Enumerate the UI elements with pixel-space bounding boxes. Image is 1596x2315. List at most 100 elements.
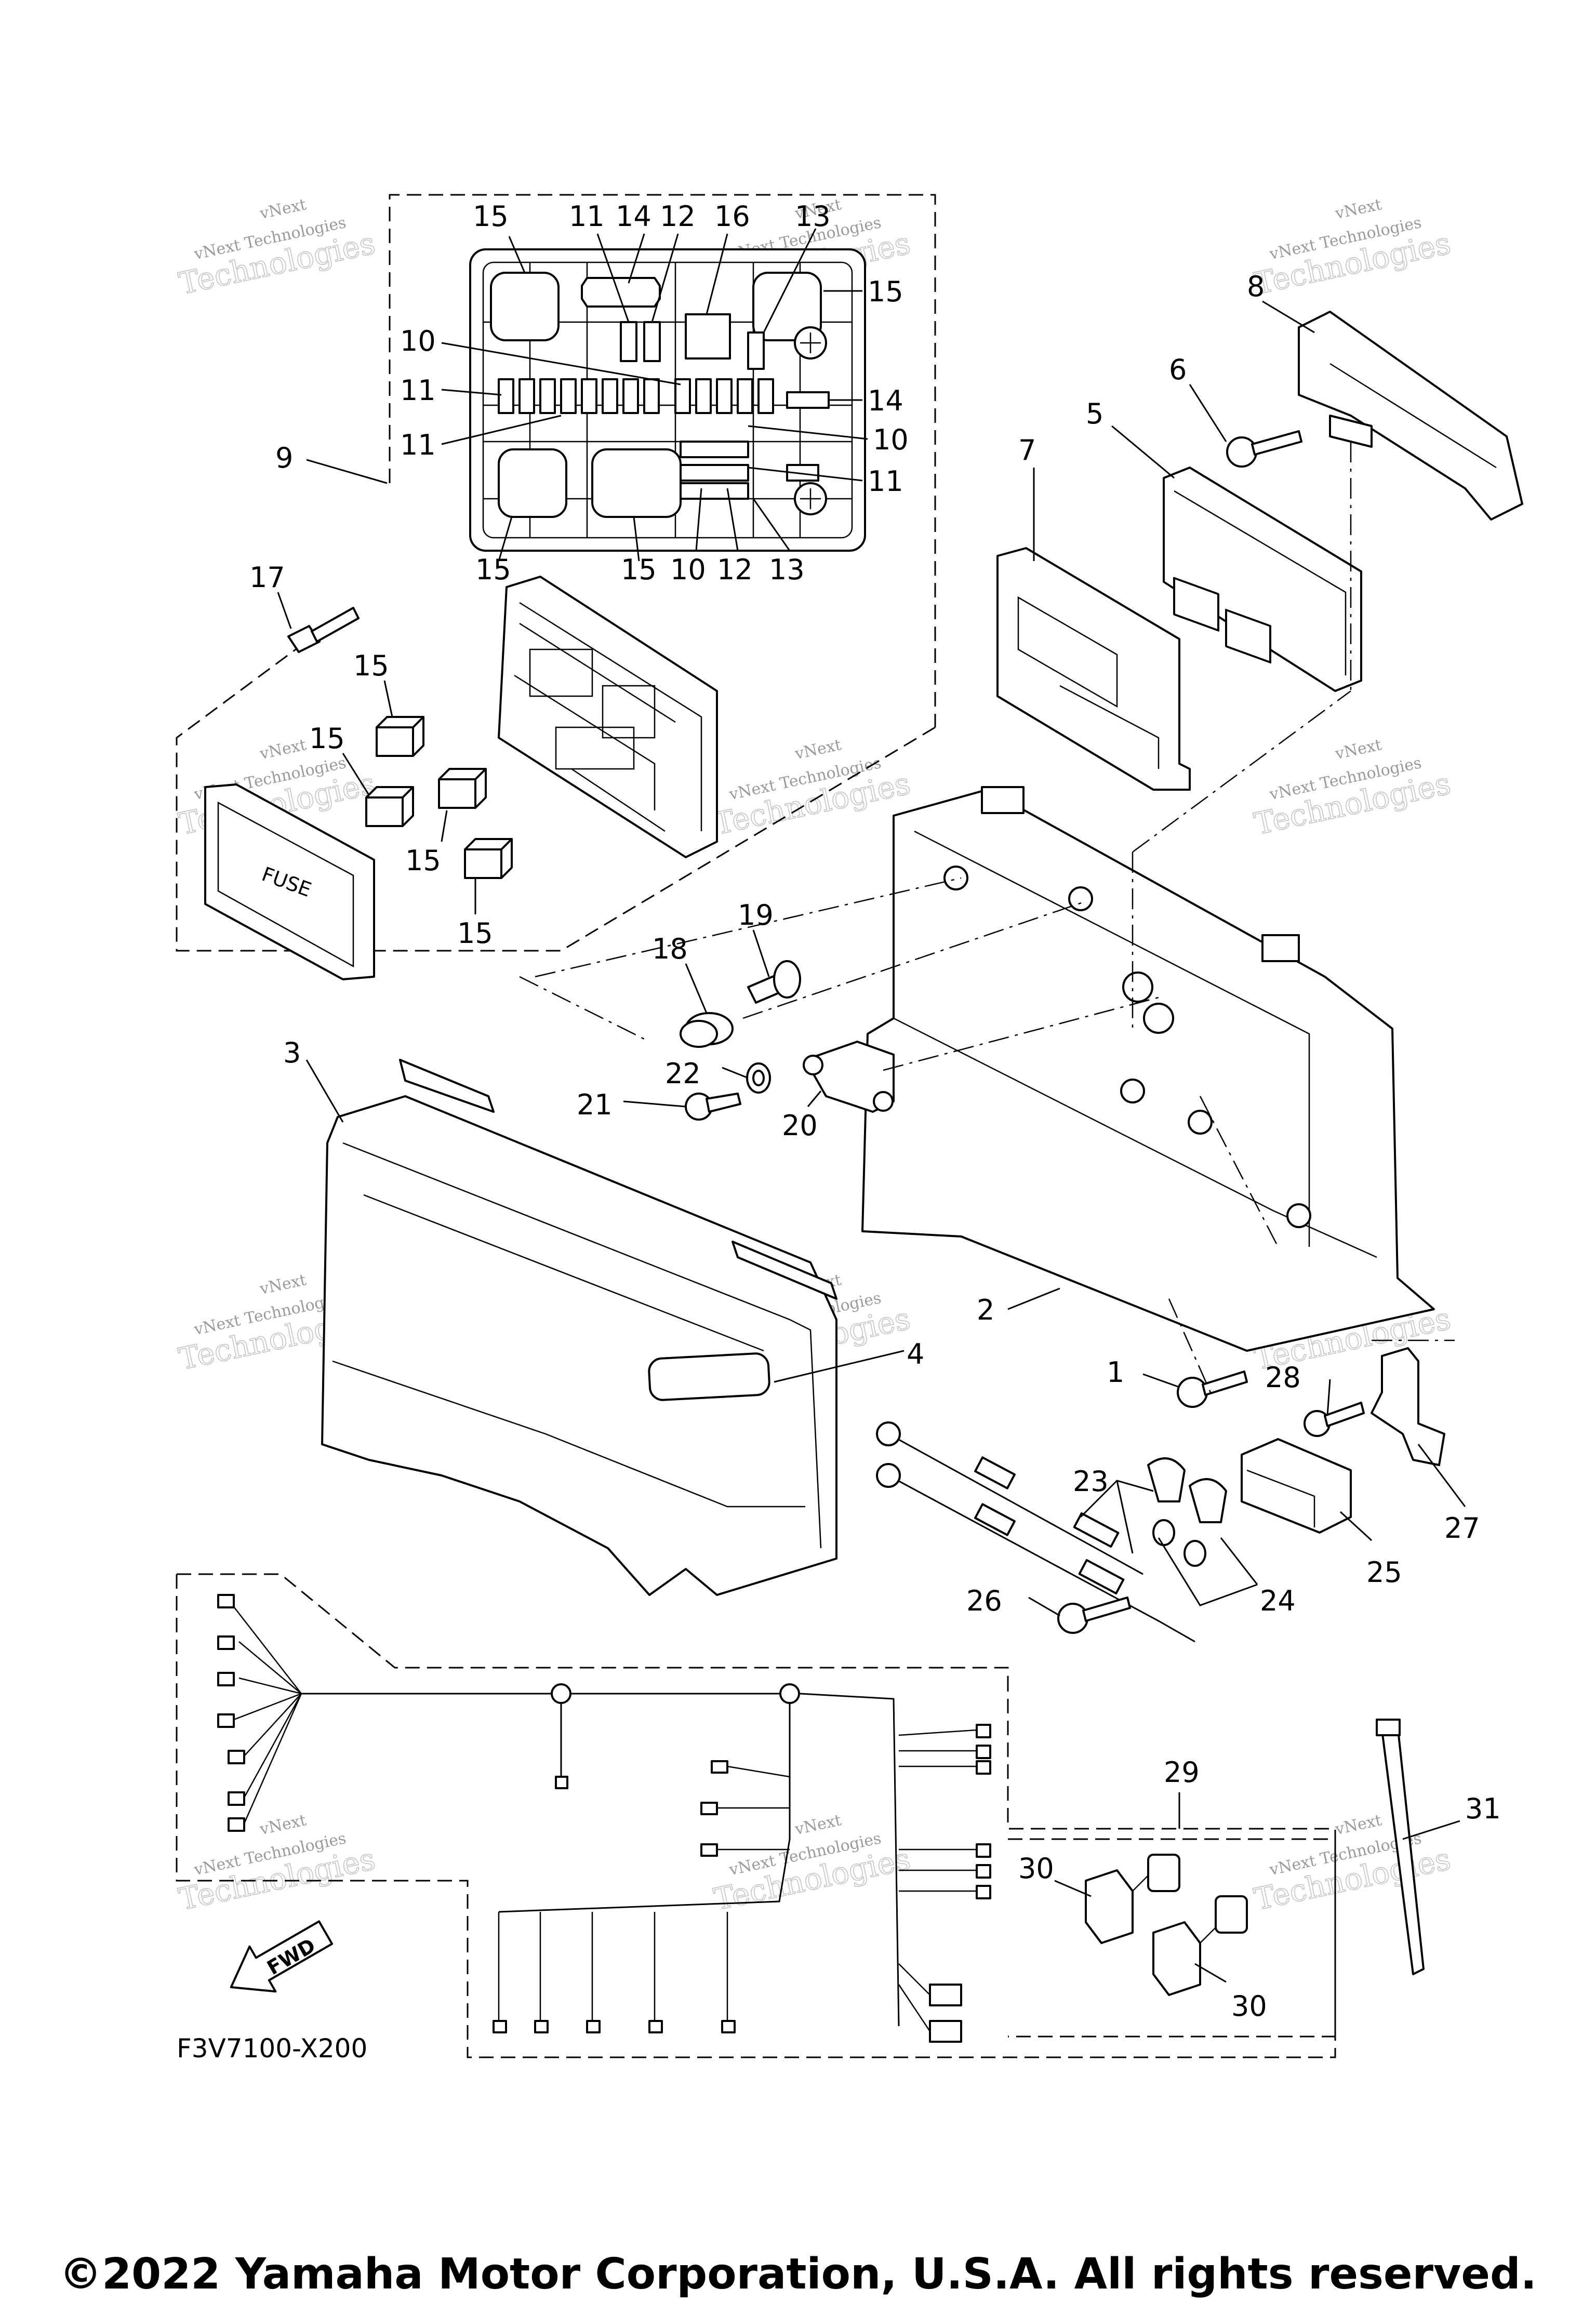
callout-30: 30 — [1018, 1852, 1054, 1885]
callout-26: 26 — [966, 1585, 1002, 1617]
callout-10: 10 — [670, 553, 706, 586]
callout-14: 14 — [616, 200, 651, 233]
callout-10: 10 — [400, 325, 436, 357]
callout-11: 11 — [400, 429, 436, 461]
callout-19: 19 — [738, 899, 774, 932]
callout-15: 15 — [309, 722, 345, 755]
callout-3: 3 — [283, 1036, 301, 1069]
callout-21: 21 — [577, 1088, 613, 1121]
callout-24: 24 — [1260, 1585, 1296, 1617]
bolt — [287, 607, 360, 653]
callout-22: 22 — [665, 1057, 701, 1090]
ecu-module — [1163, 467, 1362, 692]
mini-fuse-row — [620, 313, 765, 370]
callout-15: 15 — [353, 649, 389, 682]
coupler — [1152, 1895, 1248, 1996]
watermark: vNext vNext Technologies Technologies — [176, 1811, 379, 1918]
svg-text:vNext: vNext — [793, 1811, 843, 1839]
callout-15: 15 — [473, 200, 509, 233]
callout-13: 13 — [769, 553, 805, 586]
fuse-cover: FUSE — [204, 783, 375, 980]
callout-12: 12 — [717, 553, 753, 586]
bolt — [1226, 430, 1302, 468]
callout-11: 11 — [569, 200, 605, 233]
callout-15: 15 — [621, 553, 657, 586]
callout-13: 13 — [795, 200, 831, 233]
connector-strip — [399, 1059, 495, 1113]
coupler — [1085, 1854, 1180, 1944]
main-fuse — [581, 277, 661, 308]
relay-slot — [591, 448, 682, 518]
assembly-lines — [519, 442, 1455, 1393]
bolt — [1304, 1402, 1365, 1437]
relay-slot — [752, 272, 822, 341]
callout-16: 16 — [714, 200, 750, 233]
callout-2: 2 — [977, 1294, 994, 1326]
svg-text:vNext: vNext — [1333, 195, 1383, 223]
relay-slot — [490, 272, 560, 341]
watermark: vNext vNext Technologies Technologies — [711, 736, 914, 842]
callout-29: 29 — [1164, 1756, 1200, 1789]
svg-text:vNext: vNext — [258, 736, 308, 763]
callout-9: 9 — [275, 442, 293, 474]
bolt — [1177, 1371, 1248, 1408]
ecu-bracket — [1298, 311, 1523, 521]
callout-11: 11 — [868, 465, 903, 498]
watermark: vNext vNext Technologies Technologies — [711, 1811, 914, 1918]
collar — [747, 960, 801, 1004]
relay-slot — [498, 448, 567, 518]
relay — [464, 838, 513, 879]
callout-17: 17 — [249, 561, 285, 594]
callout-30: 30 — [1231, 1990, 1267, 2023]
callout-18: 18 — [652, 933, 688, 965]
callout-6: 6 — [1169, 353, 1187, 386]
ecu-cover — [996, 547, 1191, 791]
callout-1: 1 — [1107, 1356, 1124, 1389]
callout-27: 27 — [1444, 1512, 1480, 1545]
washer — [746, 1062, 771, 1094]
callout-8: 8 — [1247, 270, 1265, 303]
callout-4: 4 — [907, 1338, 924, 1371]
svg-text:vNext: vNext — [1333, 736, 1383, 763]
svg-text:vNext: vNext — [258, 1271, 308, 1298]
terminal-cap — [1147, 1457, 1186, 1546]
relay — [365, 786, 414, 827]
callout-23: 23 — [1073, 1465, 1109, 1498]
watermark: vNext vNext Technologies Technologies — [1251, 736, 1454, 842]
connector-strip — [732, 1241, 837, 1300]
decal — [648, 1352, 770, 1401]
terminal-cap — [1183, 1478, 1227, 1567]
coupler-group — [1008, 1792, 1336, 2038]
callout-15: 15 — [405, 844, 441, 877]
screw — [685, 1093, 741, 1121]
electrical-box — [861, 786, 1435, 1352]
callout-25: 25 — [1366, 1556, 1402, 1589]
callouts: 15 11 14 12 16 13 15 10 11 14 11 10 9 1 1… — [249, 200, 1501, 2023]
mini-fuse-row — [498, 378, 774, 414]
bolt — [1057, 1596, 1131, 1634]
callout-20: 20 — [782, 1109, 818, 1142]
svg-text:vNext: vNext — [793, 736, 843, 763]
mount — [803, 1041, 895, 1113]
svg-text:vNext: vNext — [258, 1811, 308, 1839]
callout-5: 5 — [1086, 397, 1103, 430]
callout-7: 7 — [1018, 434, 1036, 467]
svg-text:vNext: vNext — [1333, 1811, 1383, 1839]
svg-text:vNext: vNext — [258, 195, 308, 223]
terminal — [794, 482, 827, 515]
grommet — [680, 1012, 734, 1048]
watermark: vNext vNext Technologies Technologies — [176, 195, 379, 302]
fwd-arrow: FWD — [230, 1920, 334, 1993]
callout-15: 15 — [475, 553, 511, 586]
cable — [876, 1421, 1195, 1643]
relay — [376, 716, 424, 757]
callout-12: 12 — [660, 200, 696, 233]
callout-10: 10 — [873, 423, 909, 456]
callout-14: 14 — [868, 384, 903, 417]
callout-15: 15 — [457, 917, 493, 950]
bracket — [1371, 1347, 1445, 1466]
callout-31: 31 — [1465, 1792, 1501, 1825]
fuse-box-group — [176, 194, 936, 952]
box-cover — [321, 1095, 837, 1596]
